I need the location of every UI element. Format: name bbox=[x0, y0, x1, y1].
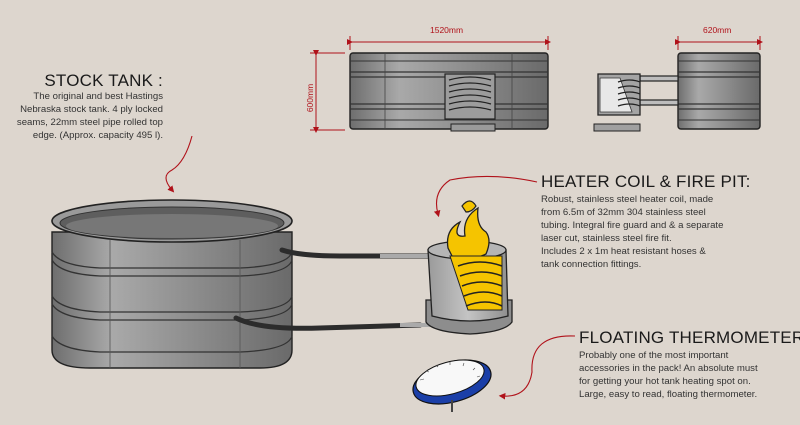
thermometer-line: Probably one of the most important bbox=[579, 350, 729, 361]
stock-tank-line: Nebraska stock tank. 4 ply locked bbox=[20, 104, 163, 115]
stock-tank-heading: STOCK TANK : bbox=[44, 71, 163, 90]
thermometer-heading: FLOATING THERMOMETER: bbox=[579, 328, 800, 347]
thermometer-line: Large, easy to read, floating thermomete… bbox=[579, 389, 758, 400]
heater-coil-line: laser cut, stainless steel fire fit. bbox=[541, 233, 672, 244]
stock-tank-line: edge. (Approx. capacity 495 l). bbox=[32, 130, 163, 141]
side-coil-rings bbox=[448, 76, 492, 111]
heater-coil-line: Includes 2 x 1m heat resistant hoses & bbox=[541, 246, 706, 257]
heater-coil-line: Robust, stainless steel heater coil, mad… bbox=[541, 194, 714, 205]
dimension-height-label: 600mm bbox=[305, 83, 316, 113]
thermometer-line: for getting your hot tank heating spot o… bbox=[579, 376, 751, 387]
heater-coil-description: Robust, stainless steel heater coil, mad… bbox=[541, 193, 786, 271]
tank-seams bbox=[109, 240, 241, 368]
heater-coil-line: from 6.5m of 32mm 304 stainless steel bbox=[541, 207, 706, 218]
stock-tank-description: The original and best Hastings Nebraska … bbox=[0, 90, 163, 142]
heater-coil-rings bbox=[457, 261, 503, 307]
end-hoses bbox=[639, 75, 679, 106]
leader-arrows bbox=[165, 135, 576, 400]
thermometer-line: accessories in the pack! An absolute mus… bbox=[579, 363, 758, 374]
heater-coil-line: tank connection fittings. bbox=[541, 259, 642, 270]
heater-coil-heading: HEATER COIL & FIRE PIT: bbox=[541, 172, 751, 191]
stock-tank-illustration bbox=[51, 199, 293, 369]
thermometer-ticks bbox=[419, 362, 481, 381]
tank-end-elevation bbox=[593, 52, 761, 132]
tank-side-elevation bbox=[349, 52, 549, 132]
heater-coil-line: tubing. Integral fire guard and & a sepa… bbox=[541, 220, 724, 231]
dimension-length-label: 1520mm bbox=[430, 25, 464, 35]
fire-pit-illustration bbox=[425, 200, 513, 335]
thermometer-description: Probably one of the most important acces… bbox=[579, 349, 794, 401]
end-firepit bbox=[593, 73, 641, 132]
connecting-hoses bbox=[233, 247, 433, 331]
dimension-lines bbox=[310, 36, 763, 133]
dimension-width-label: 620mm bbox=[703, 25, 732, 35]
stock-tank-line: The original and best Hastings bbox=[33, 91, 163, 102]
stock-tank-line: seams, 22mm steel pipe rolled top bbox=[16, 117, 163, 128]
tank-ribs bbox=[51, 251, 293, 353]
floating-thermometer bbox=[412, 359, 492, 412]
